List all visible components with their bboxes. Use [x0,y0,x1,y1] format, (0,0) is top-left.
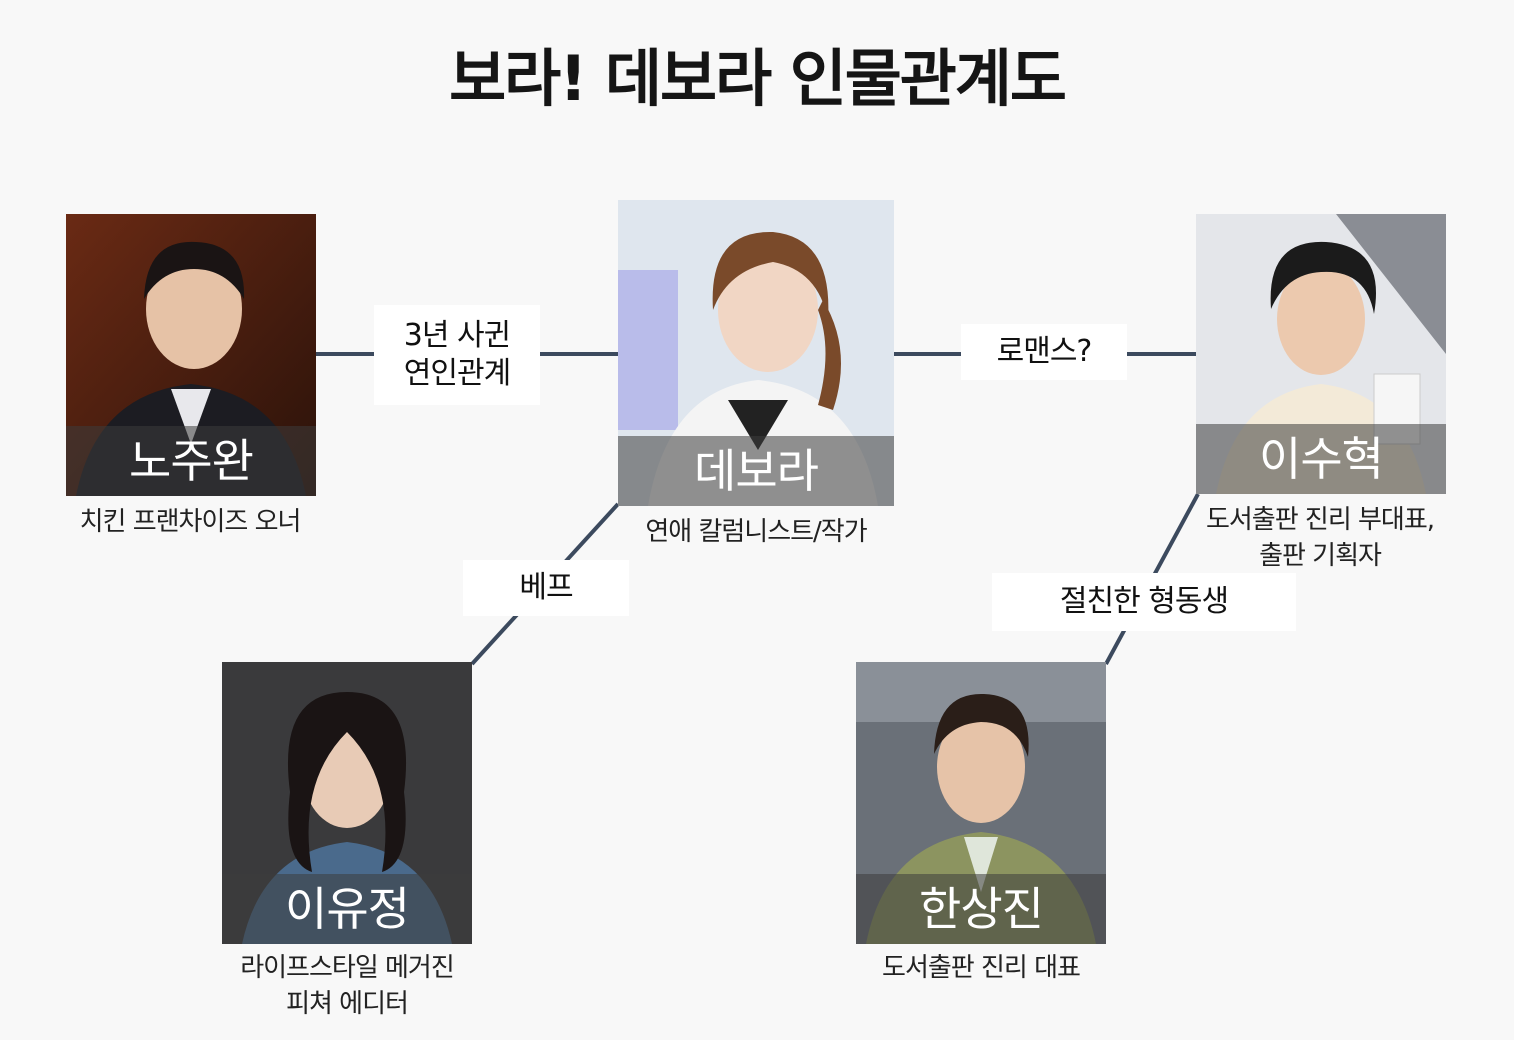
character-desc-right: 도서출판 진리 부대표, 출판 기획자 [1205,505,1435,571]
relation-label-right-bottom-right: 절친한 형동생 [992,573,1296,631]
character-card-center: 데보라 [618,200,894,506]
relation-label-center-right: 로맨스? [961,324,1127,380]
character-desc-bottom-left: 라이프스타일 메거진 피쳐 에디터 [240,953,455,1019]
character-card-right: 이수혁 [1196,214,1446,494]
character-card-left: 노주완 [66,214,316,496]
character-desc-center: 연애 칼럼니스트/작가 [645,517,867,547]
character-name: 데보라 [618,436,894,506]
character-name: 이유정 [222,874,472,944]
character-card-bottom-right: 한상진 [856,662,1106,944]
page-title: 보라! 데보라 인물관계도 [449,42,1067,115]
character-desc-left: 치킨 프랜차이즈 오너 [79,507,302,537]
relation-label-center-bottom-left: 베프 [463,560,629,616]
relation-label-center-left: 3년 사귄 연인관계 [374,305,540,405]
character-desc-bottom-right: 도서출판 진리 대표 [882,953,1081,983]
character-name: 이수혁 [1196,424,1446,494]
character-name: 한상진 [856,874,1106,944]
character-name: 노주완 [66,426,316,496]
character-card-bottom-left: 이유정 [222,662,472,944]
